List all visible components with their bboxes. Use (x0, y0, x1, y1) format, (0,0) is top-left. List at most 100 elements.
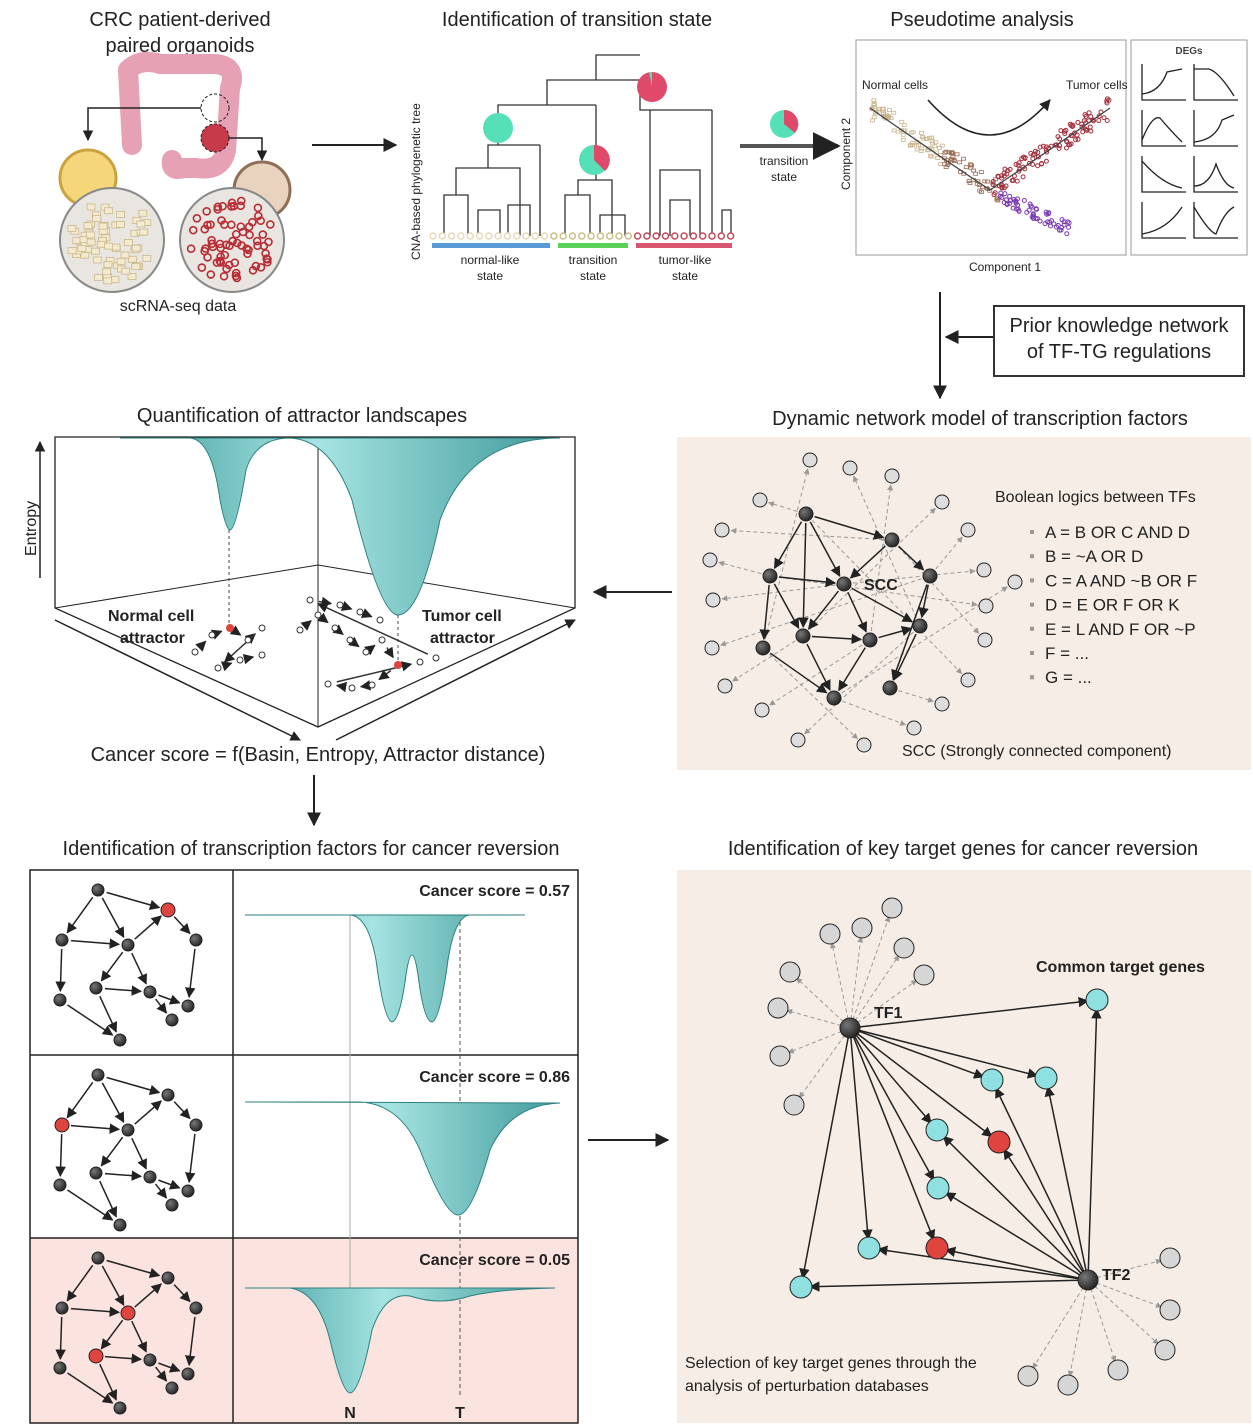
deg-plot (1193, 110, 1238, 147)
peripheral-gene-node (790, 732, 806, 748)
tumor-cell-point (1007, 166, 1013, 172)
deg-axes (1193, 64, 1238, 101)
landscape-box (54, 436, 576, 728)
perturbed-tf-node (54, 1117, 70, 1133)
normal-cell (123, 239, 133, 246)
tf-network (702, 452, 1023, 753)
cell-point (919, 146, 925, 151)
common-target-label: Common target genes (1036, 959, 1205, 976)
regulation-edge-dashed (870, 484, 894, 632)
peripheral-gene-node (906, 720, 922, 736)
mini-edge (66, 1081, 94, 1119)
tumor-cell-point (1044, 149, 1050, 155)
state-transition-edge (332, 624, 344, 636)
non-target-gene-node (1017, 1365, 1039, 1387)
deg-axes (1141, 64, 1186, 101)
normal-cell (86, 203, 96, 211)
peripheral-gene-node (704, 640, 720, 656)
scrna-caption: scRNA-seq data (120, 298, 237, 315)
regulation-edge-dashed (730, 527, 884, 540)
mini-edge (106, 1076, 161, 1095)
peripheral-gene-node (1007, 574, 1023, 590)
tf2-target-edge (995, 1087, 1085, 1273)
state-transition-edge (317, 602, 429, 655)
peripheral-gene-node (934, 494, 950, 510)
tumor-cell-point (1082, 112, 1088, 118)
tumor-cell-point (1020, 174, 1026, 180)
scc-tf-node (922, 568, 938, 584)
regulation-edge (847, 591, 867, 633)
normal-cell (104, 207, 114, 215)
tumor-cell-point (1096, 118, 1102, 124)
branch-cell-point (1008, 197, 1014, 203)
tumor-cell (253, 203, 263, 213)
state-node (258, 624, 266, 632)
normal-cell (98, 222, 108, 230)
cell-point (949, 150, 955, 155)
network-background (677, 437, 1251, 770)
tree-leaf (643, 232, 651, 240)
branch-cell-point (1003, 197, 1009, 203)
boolean-rule: D = E OR F OR K (1045, 596, 1180, 615)
tree-leaf (559, 232, 567, 240)
tumor-cell-point (1004, 171, 1010, 177)
regulation-edge (773, 521, 803, 570)
boolean-rule: A = B OR C AND D (1045, 523, 1190, 542)
rule-bullet (1030, 578, 1034, 583)
tree-leaf (698, 232, 707, 240)
tree-leaf (512, 232, 521, 240)
state-bar-normal (432, 243, 550, 248)
tumor-cell (220, 220, 229, 229)
mini-edge (99, 1180, 118, 1218)
tree-leaf (587, 232, 595, 240)
cell-point (942, 162, 948, 166)
peripheral-gene-node (977, 632, 993, 648)
branch-cell-point (1015, 202, 1021, 208)
tumor-cell (261, 249, 270, 258)
peripheral-gene-node (802, 452, 818, 468)
mini-node (113, 1218, 127, 1232)
cell-point (966, 179, 972, 183)
mini-node (53, 1178, 67, 1192)
mini-node (189, 1118, 203, 1132)
boolean-rule: C = A AND ~B OR F (1045, 571, 1197, 590)
target-gene-network (767, 897, 1181, 1396)
branch-cell-point (1059, 217, 1065, 223)
rule-bullet (1030, 675, 1034, 680)
tf1-target-edge (853, 1035, 935, 1182)
state-transition-edge (220, 661, 233, 672)
rule-bullet (1030, 651, 1034, 655)
selection-caption1: Selection of key target genes through th… (685, 1355, 977, 1372)
normal-cell (131, 263, 141, 271)
state-normal-label: normal-like (461, 253, 520, 267)
common-target-gene-node (980, 1068, 1004, 1092)
regulation-edge-dashed (769, 653, 858, 740)
tumor-cell-point (1067, 121, 1073, 127)
tf1-gray-edge (857, 979, 918, 1024)
non-target-gene-node (769, 1045, 791, 1067)
pie-normal (483, 113, 513, 143)
regulation-edge (769, 652, 828, 694)
tumor-cell-point (1080, 129, 1086, 135)
tf2-gray-edge (1096, 1282, 1163, 1308)
tree-leaf (540, 232, 549, 240)
panel-organoids: CRC patient-derived paired organoids scR… (58, 9, 292, 315)
mini-network-row (53, 1068, 203, 1232)
normal-cell (83, 222, 93, 230)
deg-plot (1193, 156, 1238, 193)
mini-edge (154, 1366, 168, 1382)
cell-point (954, 152, 960, 157)
panel1-title-line2: paired organoids (106, 35, 255, 57)
deg-axes (1141, 202, 1186, 239)
cell-point (930, 141, 935, 146)
deg-plot (1141, 156, 1186, 193)
normal-cell (93, 274, 103, 282)
regulation-edge (891, 584, 928, 681)
mini-edge (66, 896, 94, 934)
landscape-surface (120, 437, 561, 616)
selection-caption2: analysis of perturbation databases (685, 1378, 929, 1395)
mini-edge (99, 1363, 118, 1401)
cell-point (944, 158, 949, 163)
cell-point (899, 128, 904, 133)
tree-leaf (596, 232, 605, 240)
